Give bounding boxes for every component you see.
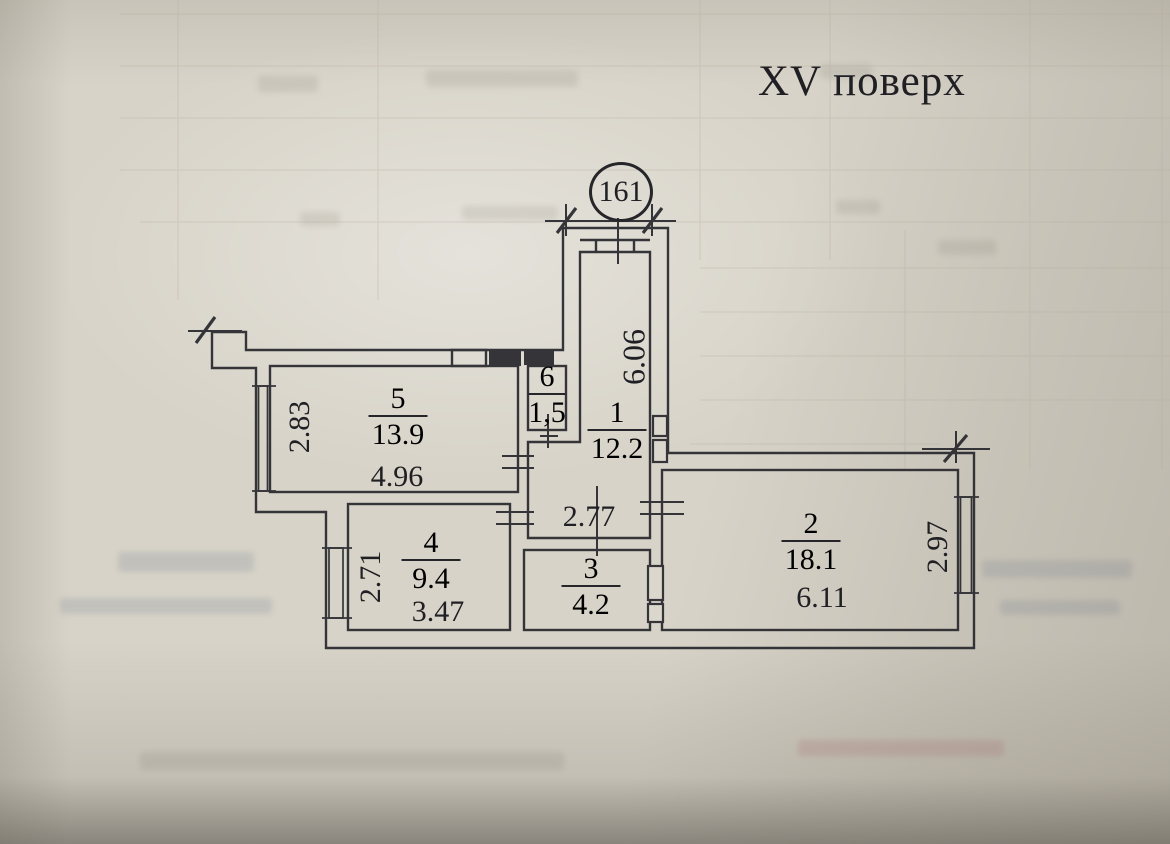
bleedthrough-grid [120,0,1170,470]
dimension-lines [188,204,990,556]
door-panels [646,414,669,624]
window-room2 [959,496,973,594]
dim-tick [555,207,578,234]
bleedthrough-mark [140,752,564,770]
room-5-area: 13.9 [371,418,425,452]
vent-blocks [450,348,554,368]
bleedthrough-mark [982,560,1132,578]
bleedthrough-mark [118,552,254,572]
dim-room5-width: 4.96 [370,460,424,493]
room-5-label: 5 13.9 [368,383,428,452]
bleedthrough-mark [820,64,872,79]
bleedthrough-mark [462,206,558,220]
room-2-outline [660,468,960,632]
opening-ticks [496,414,684,525]
bleedthrough-mark [1000,600,1120,615]
room-2-number: 2 [781,508,841,543]
windows [252,385,979,619]
walls [210,226,976,650]
floor-label: XV поверх [758,58,966,105]
dim-room4-depth: 2.71 [354,550,387,604]
room-3-number: 3 [561,553,621,588]
dim-hall-length: 6.06 [615,329,652,385]
hall-right-panel [651,414,669,438]
unit-number-badge: 161 [589,162,653,222]
room-4-number: 4 [401,527,461,562]
room-2-label: 2 18.1 [781,508,841,577]
room-4-outline [346,502,512,632]
room-5-outline [268,364,520,494]
room-1-outline [526,250,652,540]
room-1-area: 12.2 [590,432,644,466]
room-4-label: 4 9.4 [401,527,461,596]
bleedthrough-mark [300,212,340,226]
room-5-number: 5 [368,383,428,418]
bleedthrough-mark [798,740,1004,756]
window-room4 [328,547,344,619]
room-3-door-jamb [646,564,665,602]
dim-tick [942,433,969,464]
room-4-area: 9.4 [412,562,450,596]
window-room5 [257,385,269,492]
dim-hall-width: 2.77 [562,500,616,533]
bleedthrough-mark [836,200,880,214]
dim-tick [194,316,217,344]
bleedthrough-mark [938,240,996,255]
room-2-area: 18.1 [784,543,838,577]
room-1-number: 1 [587,397,647,432]
room-6-area: 1,5 [528,396,566,430]
bleedthrough-mark [60,598,272,614]
dim-room2-width: 6.11 [796,581,848,614]
room-6-number: 6 [528,361,566,396]
room-1-label: 1 12.2 [587,397,647,466]
bleedthrough-mark [426,70,578,87]
dim-room4-width: 3.47 [411,595,465,628]
dim-tick [641,207,664,234]
room-3-area: 4.2 [572,588,610,622]
dim-room5-depth: 2.83 [283,400,316,454]
dim-room2-depth: 2.97 [921,520,954,574]
room-3-label: 3 4.2 [561,553,621,622]
room-6-label: 6 1,5 [528,361,566,430]
bleedthrough-mark [258,76,318,92]
